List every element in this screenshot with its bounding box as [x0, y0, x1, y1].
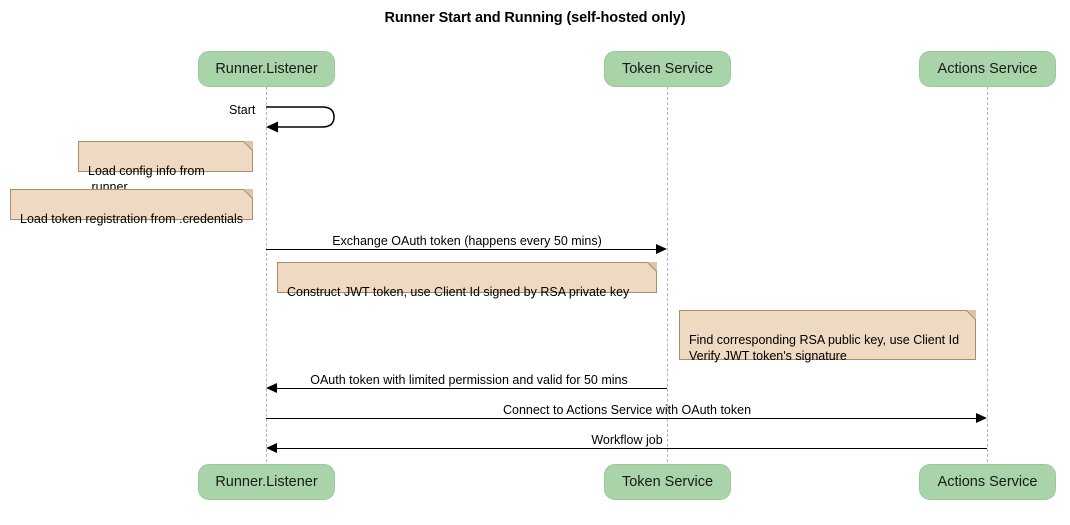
participant-label: Token Service [621, 474, 714, 490]
lifeline-actions [987, 87, 988, 462]
participant-runner-top[interactable]: Runner.Listener [198, 51, 335, 87]
note-fold-edge-icon [646, 262, 657, 273]
self-loop-start [266, 106, 335, 133]
lifeline-token [667, 87, 668, 462]
participant-token-top[interactable]: Token Service [604, 51, 731, 87]
participant-actions-bottom[interactable]: Actions Service [919, 464, 1056, 500]
note-text: Find corresponding RSA public key, use C… [689, 333, 960, 363]
note-fold-edge-icon [965, 310, 976, 321]
arrow-head-connect-actions [976, 413, 987, 423]
note-fold-edge-icon [242, 141, 253, 152]
participant-label: Actions Service [937, 61, 1038, 77]
participant-label: Runner.Listener [215, 61, 318, 77]
message-label-exchange-oauth: Exchange OAuth token (happens every 50 m… [332, 234, 602, 248]
participant-label: Token Service [621, 61, 714, 77]
participant-label: Runner.Listener [215, 474, 318, 490]
participant-runner-bottom[interactable]: Runner.Listener [198, 464, 335, 500]
note-load-token-registration: Load token registration from .credential… [10, 189, 253, 226]
message-line-exchange-oauth [266, 249, 656, 250]
message-label-oauth-return: OAuth token with limited permission and … [310, 373, 628, 387]
message-label-workflow-job: Workflow job [591, 433, 663, 447]
participant-token-bottom[interactable]: Token Service [604, 464, 731, 500]
lifeline-runner [266, 87, 267, 462]
note-load-config: Load config info from .runner [78, 141, 253, 194]
participant-actions-top[interactable]: Actions Service [919, 51, 1056, 87]
arrow-head-exchange-oauth [656, 244, 667, 254]
note-fold-edge-icon [242, 189, 253, 200]
message-label-start: Start [229, 103, 256, 117]
note-text: Construct JWT token, use Client Id signe… [287, 285, 630, 299]
message-line-workflow-job [277, 448, 987, 449]
message-line-connect-actions [266, 418, 976, 419]
message-label-connect-actions: Connect to Actions Service with OAuth to… [502, 403, 752, 417]
note-construct-jwt: Construct JWT token, use Client Id signe… [277, 262, 657, 299]
page-title: Runner Start and Running (self-hosted on… [384, 10, 686, 26]
note-text: Load token registration from .credential… [20, 212, 244, 226]
arrow-head-oauth-return [266, 383, 277, 393]
participant-label: Actions Service [937, 474, 1038, 490]
message-line-oauth-return [277, 388, 667, 389]
arrow-head-workflow-job [266, 443, 277, 453]
note-verify-jwt: Find corresponding RSA public key, use C… [679, 310, 976, 363]
